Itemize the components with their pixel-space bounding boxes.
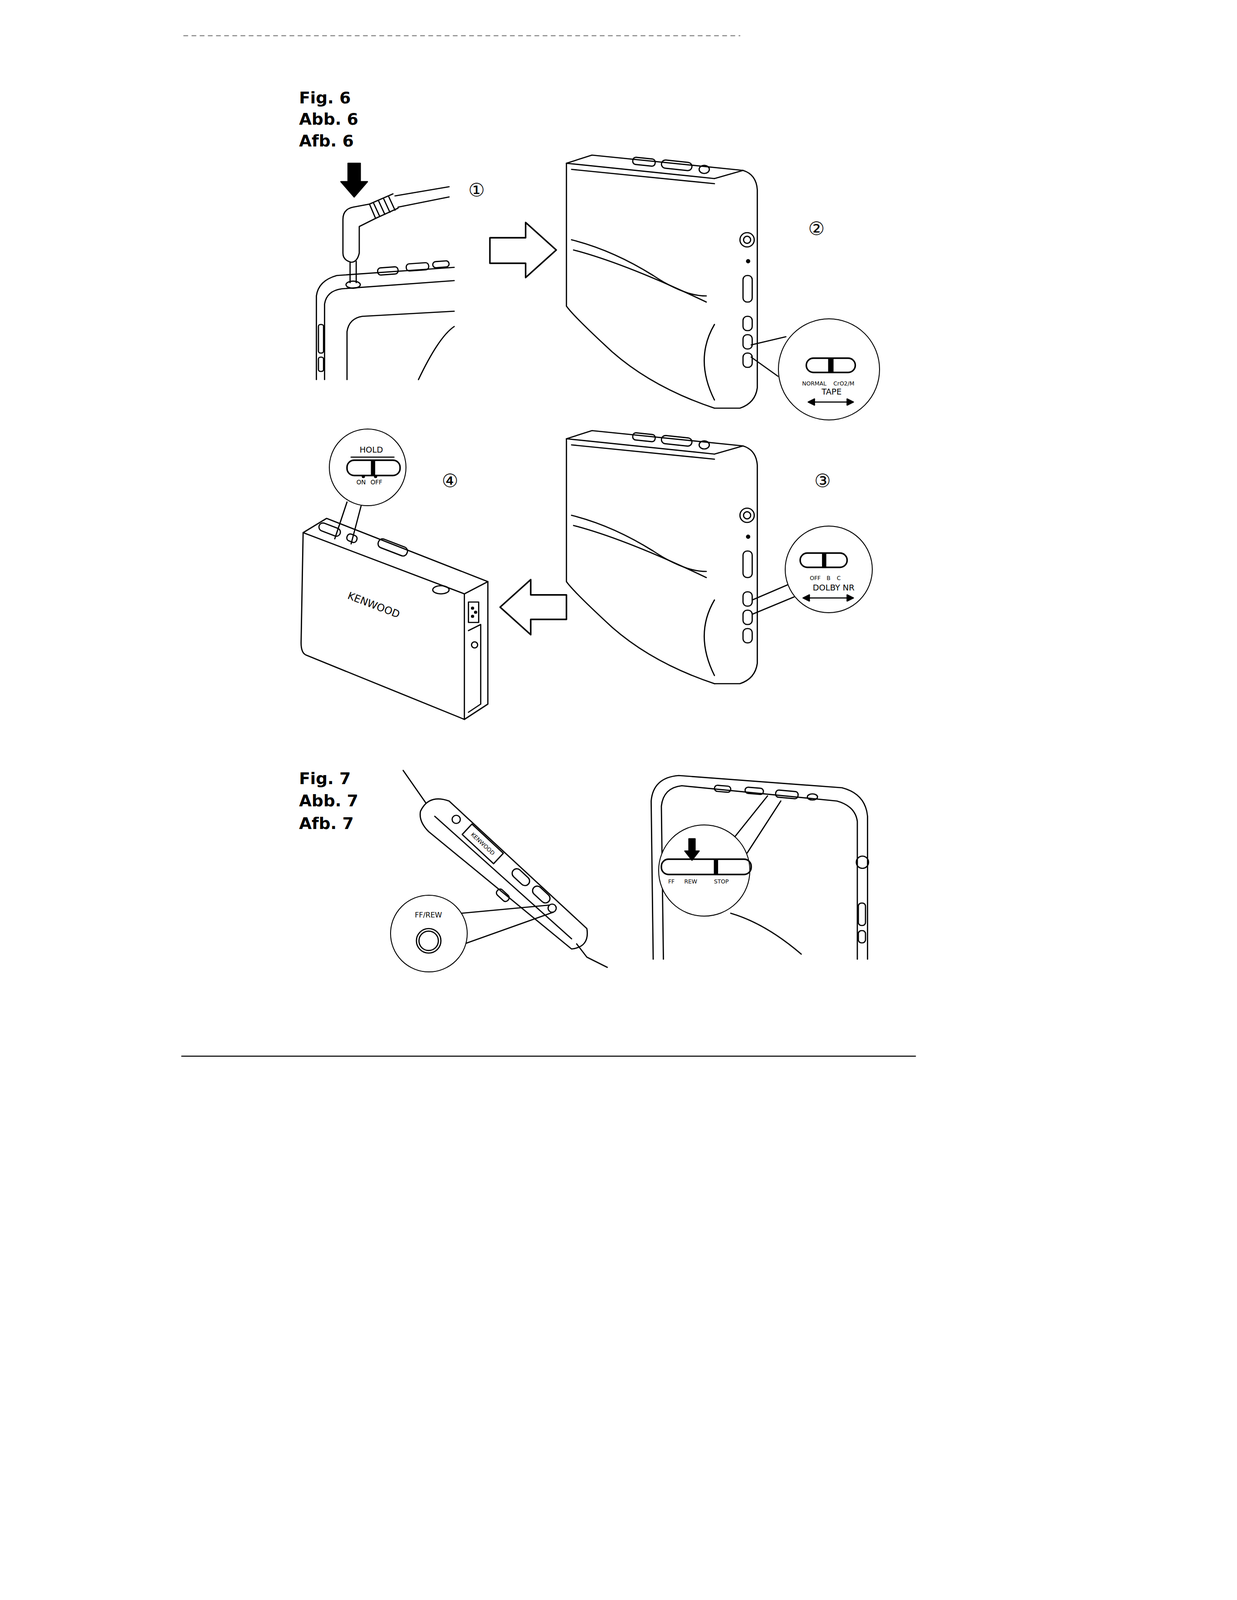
- figure-label: Abb. 6: [298, 111, 359, 128]
- callout-number: ①: [468, 180, 485, 200]
- switch-label: FF: [668, 878, 675, 885]
- switch-label: B: [826, 575, 831, 582]
- switch-label: HOLD: [359, 445, 384, 455]
- callout-circle: NORMAL CrO2/MTAPE: [777, 318, 881, 421]
- figure-label: Fig. 7: [298, 770, 351, 788]
- switch-label: OFF: [809, 575, 821, 582]
- figure-label: Afb. 7: [298, 815, 354, 832]
- callout-number: ②: [808, 219, 825, 239]
- switch-label: ON: [356, 479, 367, 486]
- callout-number: ④: [441, 471, 459, 491]
- switch-label: FF/REW: [415, 911, 443, 920]
- callout-circle: HOLD ONOFF: [328, 428, 407, 507]
- switch-label: DOLBY NR: [812, 583, 855, 592]
- switch-label: CrO2/M: [833, 380, 855, 387]
- switch-label: STOP: [713, 878, 729, 885]
- switch-label: C: [836, 575, 841, 582]
- figure-label: Abb. 7: [298, 792, 359, 810]
- switch-label: TAPE: [821, 387, 842, 397]
- switch-label: NORMAL: [801, 380, 827, 387]
- callout-circle: FF REW STOP: [658, 824, 751, 917]
- switch-label: OFF: [370, 479, 383, 486]
- callout-circle: OFF BCDOLBY NR: [784, 525, 873, 614]
- figure-label: Afb. 6: [298, 132, 354, 150]
- figure-label: Fig. 6: [298, 89, 351, 107]
- callout-number: ③: [814, 471, 831, 491]
- callout-circle: FF/REW: [390, 894, 468, 973]
- switch-label: REW: [684, 878, 698, 885]
